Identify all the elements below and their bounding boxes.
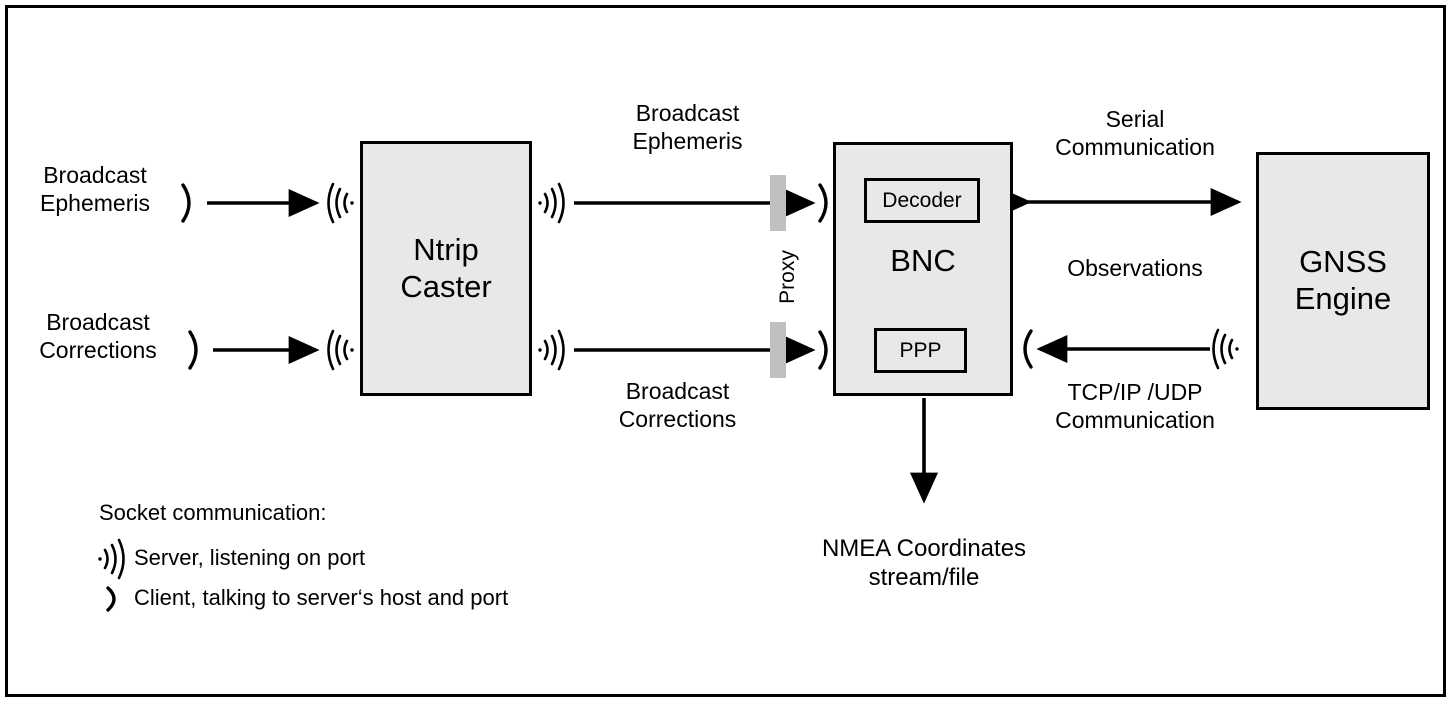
- node-gnss-engine[interactable]: GNSS Engine: [1256, 152, 1430, 410]
- label-broadcast-corrections-input: Broadcast Corrections: [39, 309, 157, 364]
- server-socket-icon: [98, 538, 125, 580]
- decoder-label: Decoder: [882, 188, 962, 212]
- client-socket-icon: [188, 330, 198, 370]
- proxy-label: Proxy: [776, 250, 799, 304]
- client-socket-icon: [1023, 329, 1033, 369]
- label-broadcast-ephemeris-mid: Broadcast Ephemeris: [632, 100, 743, 155]
- label-broadcast-corrections-mid: Broadcast Corrections: [618, 378, 737, 433]
- server-socket-icon: [327, 182, 354, 224]
- legend-title: Socket communication:: [99, 500, 327, 525]
- label-broadcast-ephemeris-input: Broadcast Ephemeris: [40, 162, 150, 217]
- client-socket-icon: [818, 183, 828, 223]
- gnss-engine-line1: GNSS: [1299, 244, 1387, 280]
- node-ntrip-caster[interactable]: Ntrip Caster: [360, 141, 532, 396]
- client-socket-icon: [106, 586, 116, 612]
- ppp-label: PPP: [899, 338, 942, 362]
- gnss-engine-line2: Engine: [1294, 281, 1392, 316]
- label-serial-communication: Serial Communication: [1055, 106, 1215, 161]
- proxy-bar-bottom: [770, 322, 786, 378]
- client-socket-icon: [181, 183, 191, 223]
- server-socket-icon: [538, 182, 565, 224]
- ntrip-caster-line1: Ntrip: [413, 231, 479, 267]
- server-socket-icon: [1212, 328, 1239, 370]
- bnc-label: BNC: [890, 243, 956, 278]
- legend-item-server: Server, listening on port: [134, 545, 366, 570]
- client-socket-icon: [818, 330, 828, 370]
- legend-item-client: Client, talking to server‘s host and por…: [134, 585, 509, 610]
- node-decoder[interactable]: Decoder: [864, 178, 980, 223]
- proxy-bar-top: [770, 175, 786, 231]
- label-observations: Observations: [1067, 255, 1203, 281]
- ntrip-caster-line2: Caster: [400, 268, 492, 304]
- server-socket-icon: [327, 329, 354, 371]
- server-socket-icon: [538, 329, 565, 371]
- label-nmea-output: NMEA Coordinates stream/file: [821, 535, 1027, 592]
- label-tcpip-udp-communication: TCP/IP /UDP Communication: [1055, 379, 1215, 434]
- node-ppp[interactable]: PPP: [874, 328, 967, 373]
